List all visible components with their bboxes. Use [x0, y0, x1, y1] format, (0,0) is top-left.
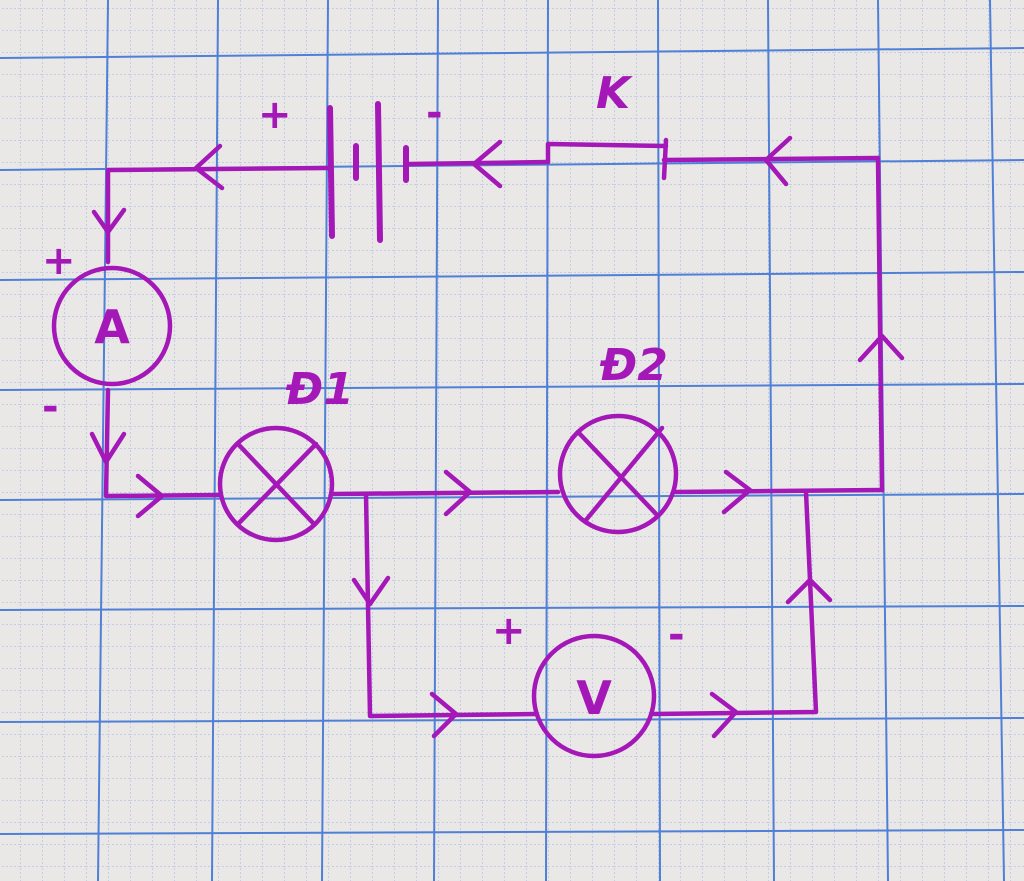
arrow-right-branch-2: [709, 691, 739, 739]
arrow-left-top-1: [193, 143, 225, 191]
voltmeter-minus-sign: -: [668, 612, 685, 658]
arrow-down-left-2: [89, 431, 127, 465]
voltmeter-plus-sign: +: [492, 608, 526, 654]
wire-top-right: [661, 155, 885, 493]
battery-plate-long-1: [327, 105, 335, 239]
wire-battery-to-switch: [407, 159, 551, 167]
arrow-down-left-1: [91, 207, 127, 235]
wire-lamp1-to-lamp2: [329, 489, 561, 497]
current-arrows: [89, 135, 905, 739]
lamp-1-label: Đ1: [285, 364, 354, 415]
battery-plate-long-2: [375, 101, 383, 243]
arrow-left-top-3: [763, 135, 793, 187]
switch-lever: [545, 141, 669, 165]
lamp-1-circle: [217, 425, 335, 543]
switch-contact: [661, 137, 669, 181]
wire-voltmeter-right-branch: [651, 489, 819, 717]
arrow-right-bottom-2: [443, 469, 473, 517]
ammeter-plus-sign: +: [42, 238, 76, 284]
wire-voltmeter-left-branch: [363, 491, 539, 719]
lamp-2-circle: [557, 413, 679, 535]
arrow-right-bottom-1: [135, 473, 165, 519]
arrow-right-branch-1: [429, 691, 459, 739]
arrow-up-right: [857, 333, 905, 363]
battery-plus-sign: +: [258, 92, 292, 138]
voltmeter-circle: [531, 633, 657, 759]
lamp-2-label: Đ2: [599, 340, 668, 391]
battery-minus-sign: -: [426, 90, 443, 136]
lamp-2: [557, 413, 679, 535]
switch-k: [545, 137, 669, 181]
arrow-down-branch: [351, 575, 391, 607]
battery: [327, 101, 409, 243]
voltmeter-symbol: V: [576, 671, 612, 725]
arrow-right-bottom-3: [721, 469, 753, 515]
ammeter-circle: [51, 265, 173, 387]
ammeter-symbol: A: [94, 300, 130, 354]
arrow-up-branch: [785, 577, 833, 605]
ammeter-minus-sign: -: [42, 384, 59, 430]
wire-ammeter-to-lamp1: [103, 387, 223, 499]
wire-lamp2-to-right: [673, 487, 885, 495]
arrow-left-top-2: [471, 139, 503, 189]
switch-label: K: [596, 68, 633, 119]
lamp-1: [217, 425, 335, 543]
